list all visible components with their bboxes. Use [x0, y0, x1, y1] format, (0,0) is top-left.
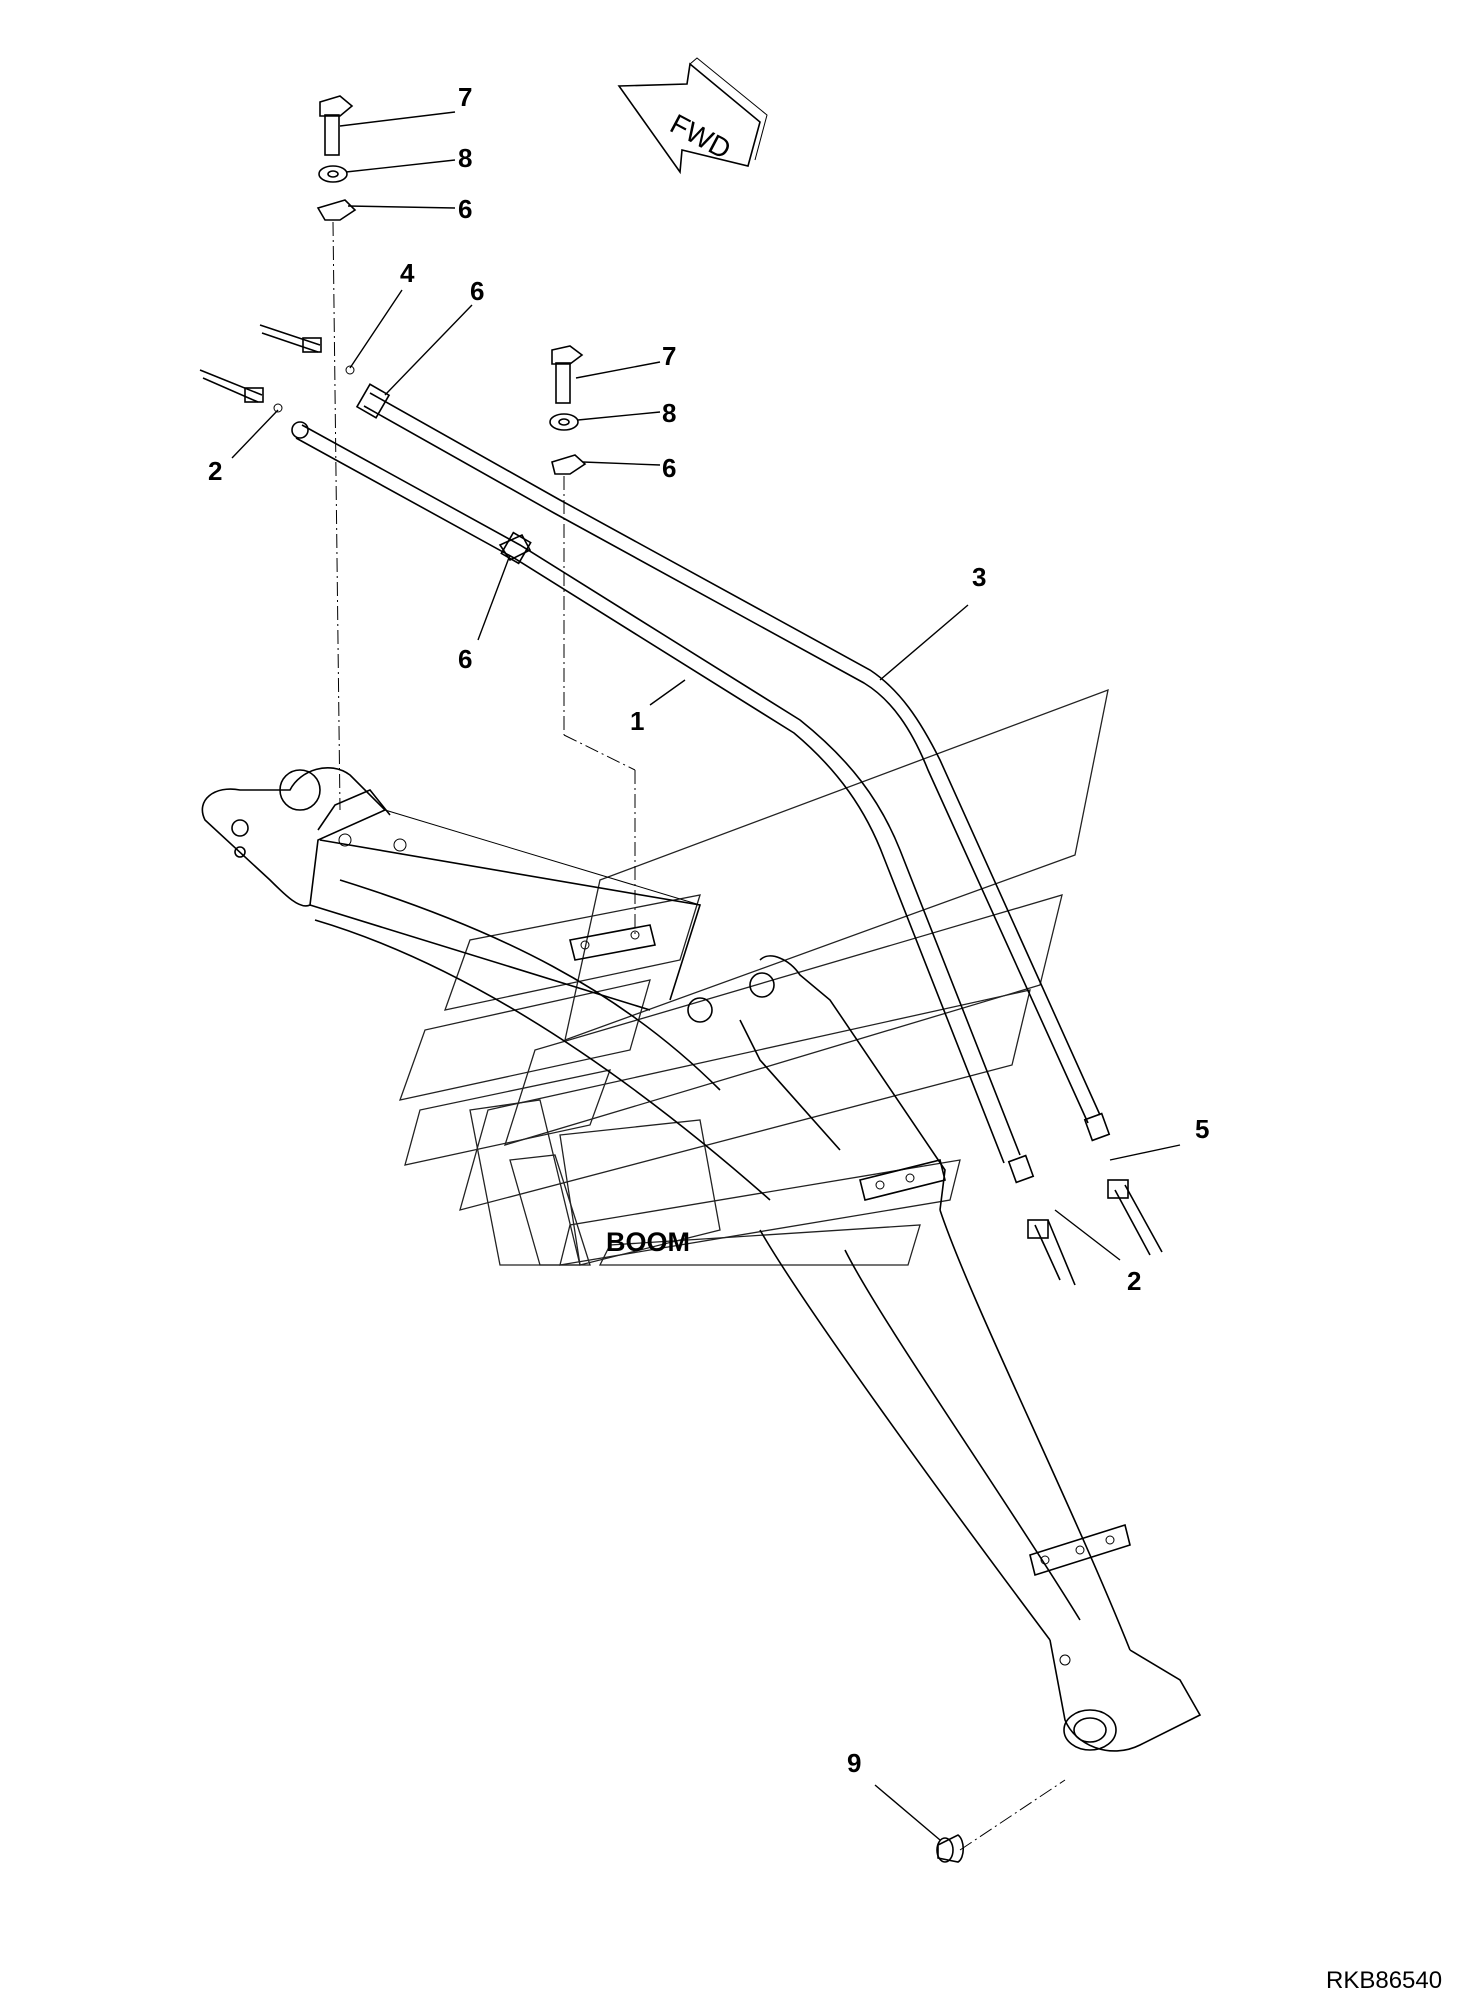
callout-8-middle: 8: [662, 398, 676, 428]
callout-2-right: 2: [1127, 1266, 1141, 1296]
tube-3: [355, 383, 1111, 1142]
leader-lines: [231, 111, 1181, 1851]
callout-7-middle: 7: [662, 341, 676, 371]
callout-1: 1: [630, 706, 644, 736]
callout-6-middle: 6: [662, 453, 676, 483]
boom-structure: [201, 766, 1202, 1752]
fwd-label: FWD: [665, 108, 736, 165]
hardware-parts: [199, 95, 1163, 1863]
fwd-direction-arrow: FWD: [617, 57, 768, 175]
callout-5: 5: [1195, 1114, 1209, 1144]
callout-3: 3: [972, 562, 986, 592]
tube-1: [291, 421, 1035, 1184]
callout-6-lower-tube: 6: [458, 644, 472, 674]
callout-6-top: 6: [458, 194, 472, 224]
callouts: 7 8 6 4 6 2 7 8 6 3 6 1 5 2 9: [208, 82, 1209, 1778]
callout-6-upper-tube: 6: [470, 276, 484, 306]
boom-label: BOOM: [606, 1227, 690, 1257]
watermark-logo: [398, 688, 1109, 1266]
callout-4: 4: [400, 258, 415, 288]
callout-8-top: 8: [458, 143, 472, 173]
callout-2-left: 2: [208, 456, 222, 486]
callout-9: 9: [847, 1748, 861, 1778]
callout-7-top: 7: [458, 82, 472, 112]
drawing-code: RKB86540: [1326, 1967, 1442, 1994]
